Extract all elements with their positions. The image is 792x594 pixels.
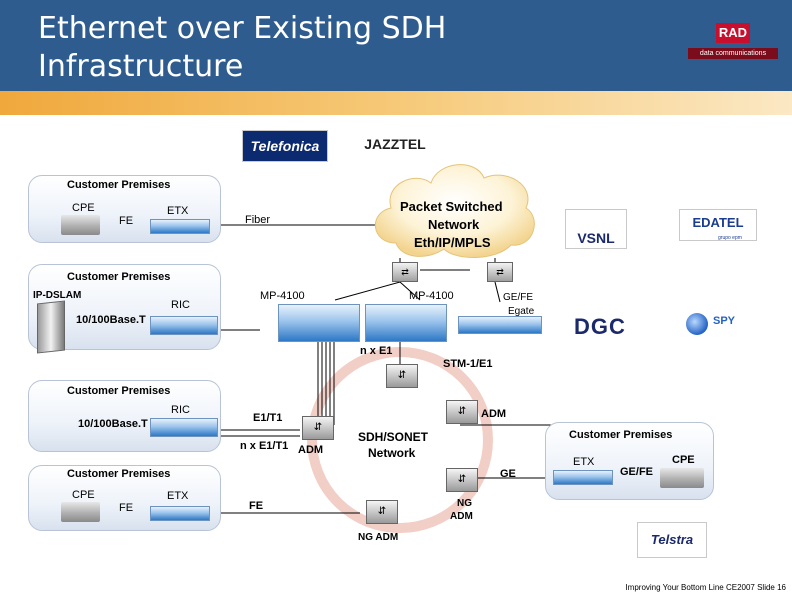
cloud-line-3: Eth/IP/MPLS [414,235,491,250]
site2-dslam-label: IP-DSLAM [33,290,82,301]
site5-etx-label: ETX [573,456,595,468]
rad-logo-subtitle: data communications [688,48,778,59]
stm-label: STM-1/E1 [443,358,493,370]
site1-fe-label: FE [119,215,134,227]
vsnl-logo: VSNL [565,209,627,249]
switch-icon: ⇄ [487,262,513,282]
site3-title: Customer Premises [67,385,171,397]
fe-bottom-label: FE [249,500,264,512]
edatel-logo: EDATEL [679,209,757,241]
site4-cpe-device [61,502,100,522]
ng-adm-right-icon: ⇵ [446,468,478,492]
spy-logo: SPY [686,312,740,338]
edatel-logo-sub: grupo epm [718,235,742,241]
site2-title: Customer Premises [67,271,171,283]
adm-right-label: ADM [481,408,507,420]
mp4100-device-2 [365,304,447,342]
site2-ric-device [150,316,218,335]
edatel-logo-text: EDATEL [692,215,744,230]
site2-base-label: 10/100Base.T [76,314,146,326]
site5-etx-device [553,470,613,485]
mp4100-label-1: MP-4100 [260,290,305,302]
egate-device [458,316,542,334]
site5-cpe-label: CPE [672,454,695,466]
ng-adm-right-label-1: NG [457,498,472,509]
site5-cpe-device [660,468,704,488]
header-gradient-band [0,91,792,115]
spy-logo-text: SPY [713,315,736,327]
rad-logo: RAD [716,23,750,43]
site4-etx-label: ETX [167,490,189,502]
cloud-line-2: Network [428,217,480,232]
adm-left-icon: ⇵ [302,416,334,440]
telstra-logo: Telstra [637,522,707,558]
mp4100-label-2: MP-4100 [409,290,454,302]
site3-base-label: 10/100Base.T [78,418,148,430]
site1-cpe-device [61,215,100,235]
switch-icon: ⇄ [392,262,418,282]
telefonica-logo: Telefonica [242,130,328,162]
adm-right-icon: ⇵ [446,400,478,424]
e1t1-label: E1/T1 [253,412,283,424]
mp4100-device-1 [278,304,360,342]
jazztel-logo: JAZZTEL [353,130,437,158]
site5-gefe-label: GE/FE [620,466,654,478]
adm-top-icon: ⇵ [386,364,418,388]
ng-adm-bottom-label: NG ADM [358,532,399,543]
egate-label: Egate [508,306,535,317]
ng-adm-right-label-2: ADM [450,511,473,522]
site4-title: Customer Premises [67,468,171,480]
site4-cpe-label: CPE [72,489,95,501]
site4-etx-device [150,506,210,521]
page-title: Ethernet over Existing SDH Infrastructur… [38,10,446,86]
title-line-1: Ethernet over Existing SDH [38,11,447,46]
nxe1t1-label: n x E1/T1 [240,440,289,452]
sdh-label-1: SDH/SONET [358,430,429,444]
site5-title: Customer Premises [569,429,673,441]
site1-cpe-label: CPE [72,202,95,214]
site1-etx-label: ETX [167,205,189,217]
site2-dslam-device [37,300,65,354]
ge-label: GE [500,468,516,480]
site3-ric-device [150,418,218,437]
title-line-2: Infrastructure [38,49,244,84]
customer-premises-3 [28,380,221,452]
site3-ric-label: RIC [171,404,190,416]
header-bar [0,0,792,91]
site1-etx-device [150,219,210,234]
site4-fe-label: FE [119,502,134,514]
cloud-line-1: Packet Switched [400,199,503,214]
adm-left-label: ADM [298,444,324,456]
site1-title: Customer Premises [67,179,171,191]
site2-ric-label: RIC [171,299,190,311]
fiber-label: Fiber [245,214,271,226]
dgc-logo: DGC [574,314,626,339]
sdh-label-2: Network [368,446,416,460]
packet-network-cloud [374,164,535,259]
ng-adm-bottom-icon: ⇵ [366,500,398,524]
footer-text: Improving Your Bottom Line CE2007 Slide … [625,583,786,592]
nxe1-label: n x E1 [360,345,393,357]
gefe-top-label: GE/FE [503,292,534,303]
